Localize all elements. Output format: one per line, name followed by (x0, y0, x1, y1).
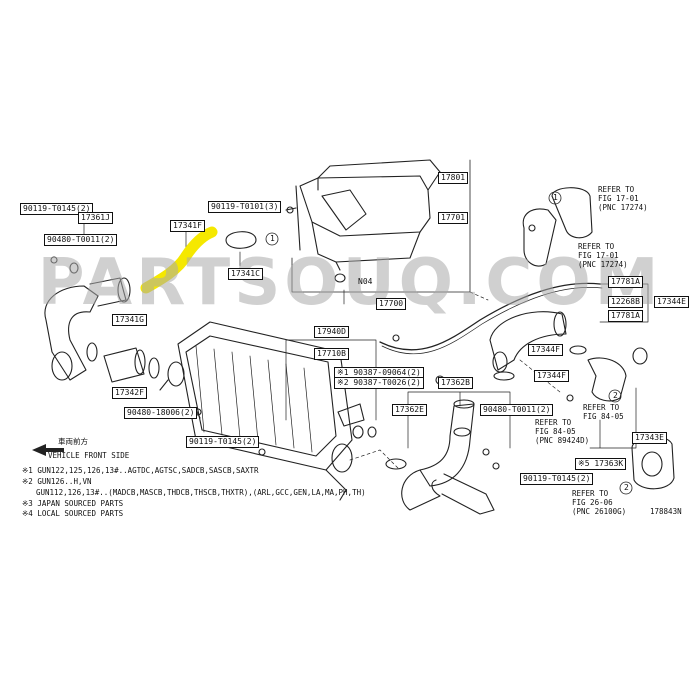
refer-to-block[interactable]: REFER TO FIG 17-01 (PNC 17274) (598, 185, 648, 212)
refer-to-block[interactable]: REFER TO FIG 17-01 (PNC 17274) (578, 242, 628, 269)
air-cleaner-assembly (295, 159, 441, 283)
part-label[interactable]: 17342F (112, 387, 147, 399)
part-label[interactable]: 90480-T0011(2) (44, 234, 118, 246)
part-label[interactable]: 90119-T0145(2) (186, 436, 260, 448)
footnote: GUN112,126,13#..(MADCB,MASCB,THDCB,THSCB… (36, 488, 366, 497)
figure-id: 178843N (650, 507, 682, 516)
part-label[interactable]: 17362E (392, 404, 427, 416)
right-hose (489, 311, 587, 381)
footnote: ※2 GUN126..H,VN (22, 477, 92, 486)
part-label[interactable]: 17701 (438, 212, 469, 224)
part-label[interactable]: 17344E (654, 296, 689, 308)
refer-fig: FIG 84-05 (583, 412, 624, 421)
part-label[interactable]: 17341C (228, 268, 263, 280)
footnote: ※3 JAPAN SOURCED PARTS (22, 499, 124, 508)
air-cleaner-frame (291, 159, 471, 293)
part-label[interactable]: 17344F (528, 344, 563, 356)
part-label[interactable]: 17710B (314, 348, 349, 360)
part-label[interactable]: 90480-T0011(2) (480, 404, 554, 416)
part-label[interactable]: ※5 17363K (575, 458, 627, 470)
callout-number: 1 (270, 234, 275, 243)
refer-fig: FIG 17-01 (598, 194, 639, 203)
refer-line: REFER TO (598, 185, 635, 194)
refer-pnc: (PNC 89424D) (535, 436, 590, 445)
highlighted-hose-17341F (140, 226, 218, 294)
refer-line: REFER TO (578, 242, 615, 251)
lower-pipe (385, 399, 500, 515)
refer-pnc: (PNC 17274) (578, 260, 628, 269)
part-label[interactable]: 17781A (608, 276, 643, 288)
water-outlet (522, 208, 557, 267)
refer-fig: FIG 26-06 (572, 498, 613, 507)
callout-number: 1 (553, 193, 558, 202)
footnote: ※4 LOCAL SOURCED PARTS (22, 509, 124, 518)
direction-jp: 車両前方 (58, 437, 88, 446)
refer-fig: FIG 84-05 (535, 427, 576, 436)
part-label[interactable]: 17341G (112, 314, 147, 326)
part-label[interactable]: 17781A (608, 310, 643, 322)
part-label[interactable]: 17700 (376, 298, 407, 310)
part-label[interactable]: 17344F (534, 370, 569, 382)
refer-fig: FIG 17-01 (578, 251, 619, 260)
part-label[interactable]: 17801 (438, 172, 469, 184)
refer-to-block[interactable]: REFER TO FIG 84-05 (583, 403, 624, 421)
refer-to-block[interactable]: REFER TO FIG 84-05 (PNC 89424D) (535, 418, 589, 445)
refer-to-block[interactable]: REFER TO FIG 26-06 (PNC 26100G) (572, 489, 626, 516)
footnote: ※1 GUN122,125,126,13#..AGTDC,AGTSC,SADCB… (22, 466, 259, 475)
refer-pnc: (PNC 26100G) (572, 507, 627, 516)
callout-number: 2 (613, 391, 618, 400)
part-label[interactable]: 17343E (632, 432, 667, 444)
refer-line: REFER TO (583, 403, 620, 412)
direction-en: VEHICLE FRONT SIDE (48, 451, 130, 460)
refer-pnc: (PNC 17274) (598, 203, 648, 212)
part-label[interactable]: 17341F (170, 220, 205, 232)
callout-number: 2 (624, 483, 629, 492)
part-label[interactable]: 12268B (608, 296, 643, 308)
part-label[interactable]: ※2 90387-T0026(2) (334, 377, 424, 389)
part-label[interactable]: 90119-T0145(2) (520, 473, 594, 485)
part-label[interactable]: N04 (358, 277, 373, 286)
refer-line: REFER TO (572, 489, 609, 498)
part-label[interactable]: 17940D (314, 326, 349, 338)
part-label[interactable]: 90119-T0145(2) (20, 203, 94, 215)
part-label[interactable]: 17361J (78, 212, 113, 224)
refer-line: REFER TO (535, 418, 572, 427)
part-label[interactable]: 17362B (438, 377, 473, 389)
part-label[interactable]: 90480-18006(2) (124, 407, 198, 419)
left-intake-pipes (44, 256, 266, 456)
throttle-body (631, 436, 675, 490)
part-label[interactable]: 90119-T0101(3) (208, 201, 282, 213)
